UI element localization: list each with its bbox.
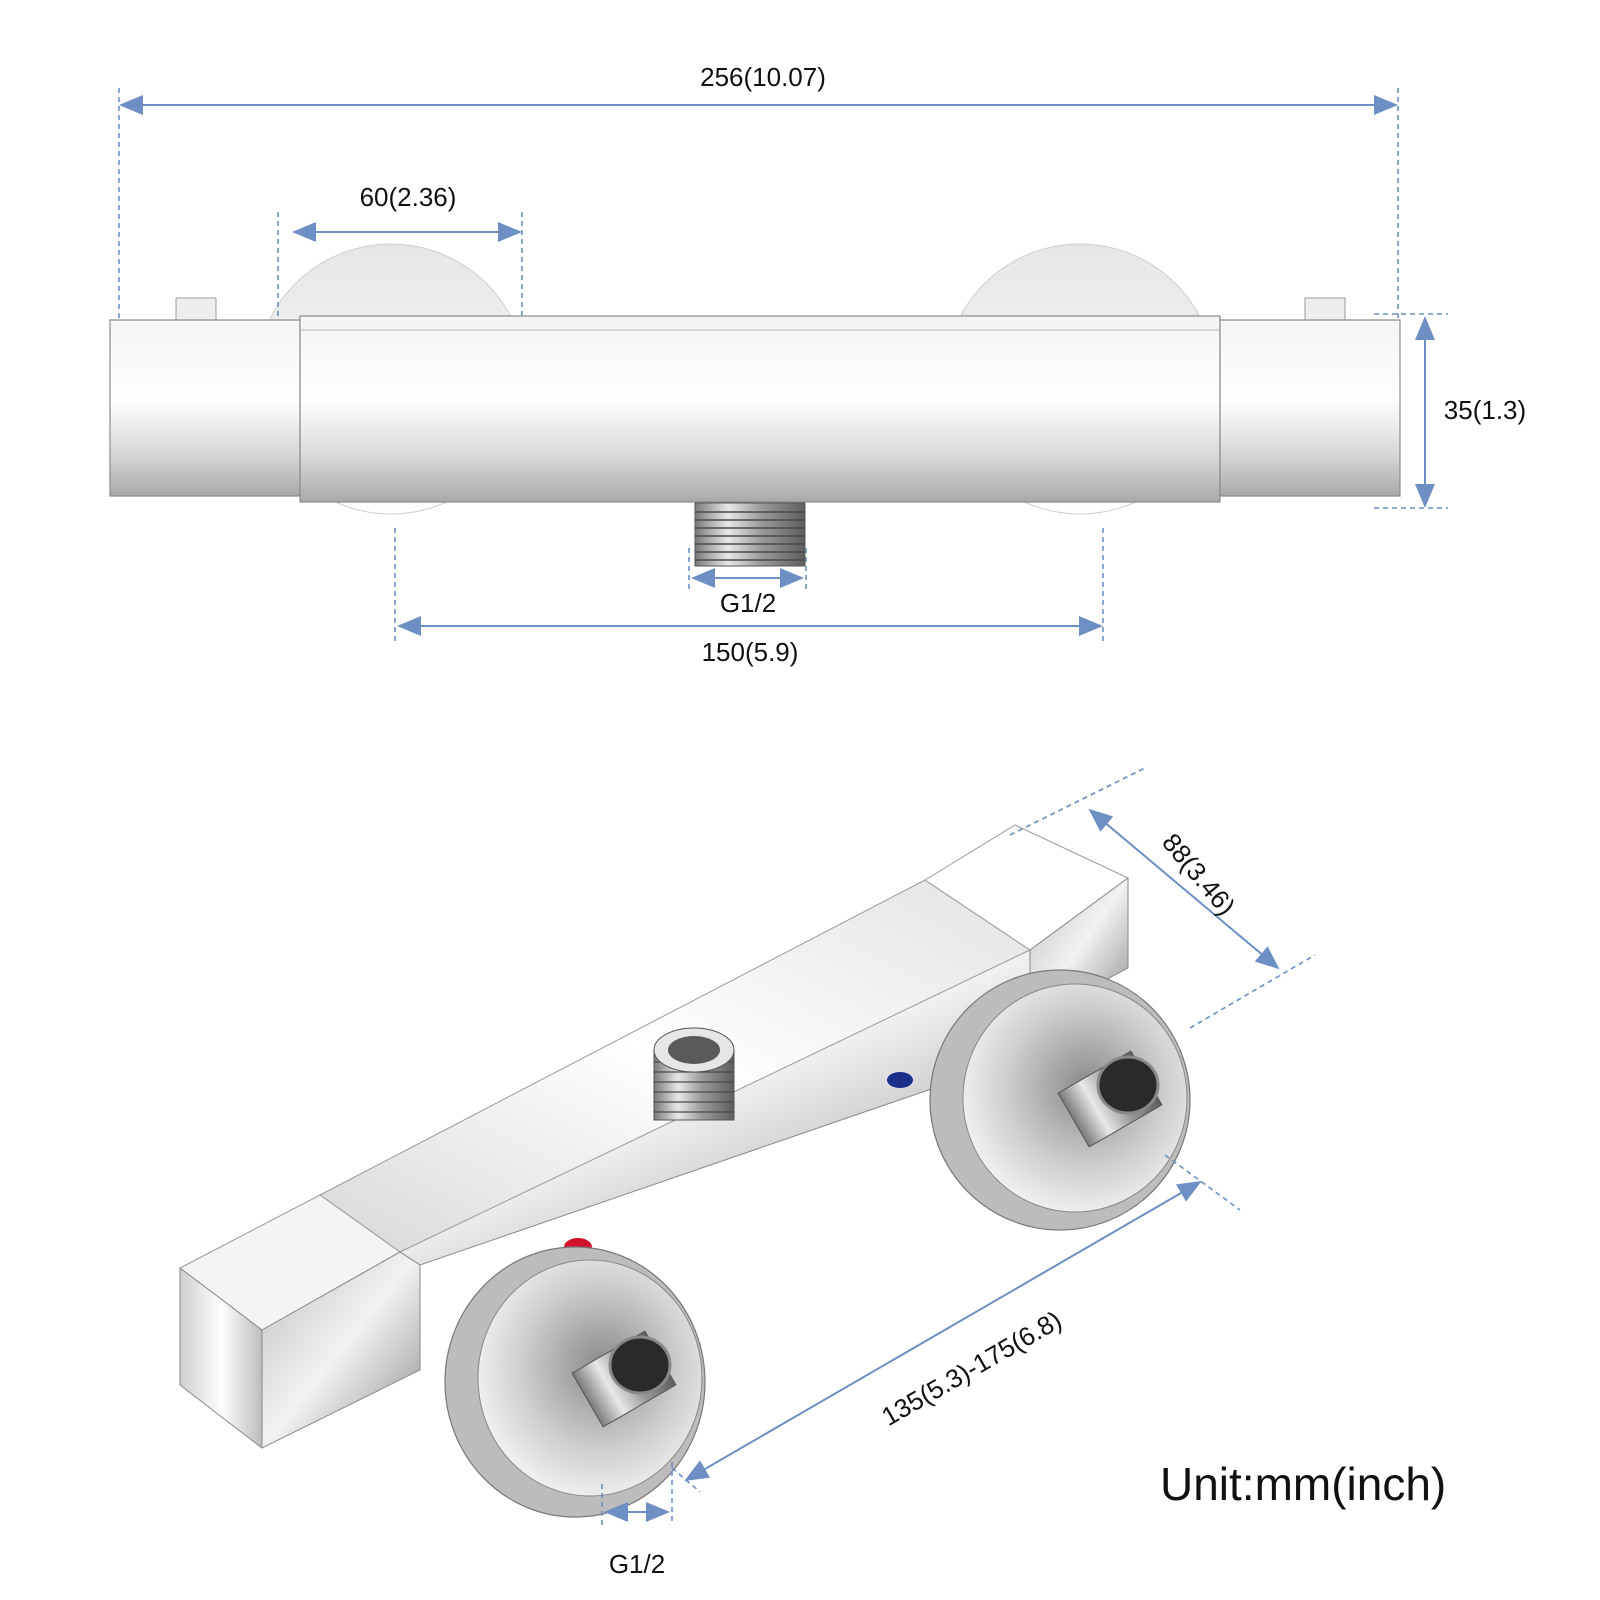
unit-label: Unit:mm(inch) xyxy=(1160,1458,1446,1510)
isometric-view xyxy=(179,824,1191,1518)
total-length-label: 256(10.07) xyxy=(700,62,826,92)
flange-diameter-label: 60(2.36) xyxy=(360,182,457,212)
depth-label: 88(3.46) xyxy=(1156,827,1241,920)
left-end-block xyxy=(109,319,301,497)
right-end-block xyxy=(1219,319,1401,497)
iso-outlet-thread xyxy=(653,1027,735,1121)
front-view-dimension-lines xyxy=(118,88,1448,642)
isometric-dimension-lines xyxy=(601,767,1316,1525)
cold-indicator-dot xyxy=(887,1072,913,1088)
right-knob-cap xyxy=(1304,297,1346,321)
iso-near-inlet-flange xyxy=(444,1246,706,1518)
iso-near-end-side xyxy=(261,1251,421,1449)
body-height-label: 35(1.3) xyxy=(1444,395,1526,425)
inlet-spacing-label: 150(5.9) xyxy=(702,637,799,667)
left-knob-cap xyxy=(175,297,217,321)
adjustable-spacing-label: 135(5.3)-175(6.8) xyxy=(876,1305,1066,1432)
main-body xyxy=(299,315,1221,503)
outlet-thread-label: G1/2 xyxy=(720,588,776,618)
outlet-thread xyxy=(694,502,806,567)
iso-far-inlet-flange xyxy=(929,969,1191,1231)
inlet-thread-label: G1/2 xyxy=(609,1549,665,1579)
front-view xyxy=(109,243,1401,567)
